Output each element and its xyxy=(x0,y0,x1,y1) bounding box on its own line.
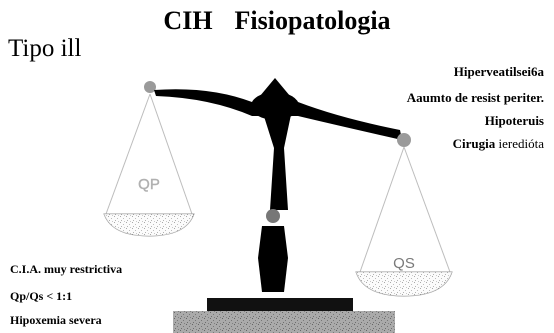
left-pan: QP xyxy=(104,94,194,236)
right-pan: QS xyxy=(356,147,452,296)
scale-base xyxy=(173,298,395,333)
right-pan-label: QS xyxy=(393,255,415,272)
left-pan-label: QP xyxy=(138,176,160,193)
scale-column xyxy=(258,110,292,292)
